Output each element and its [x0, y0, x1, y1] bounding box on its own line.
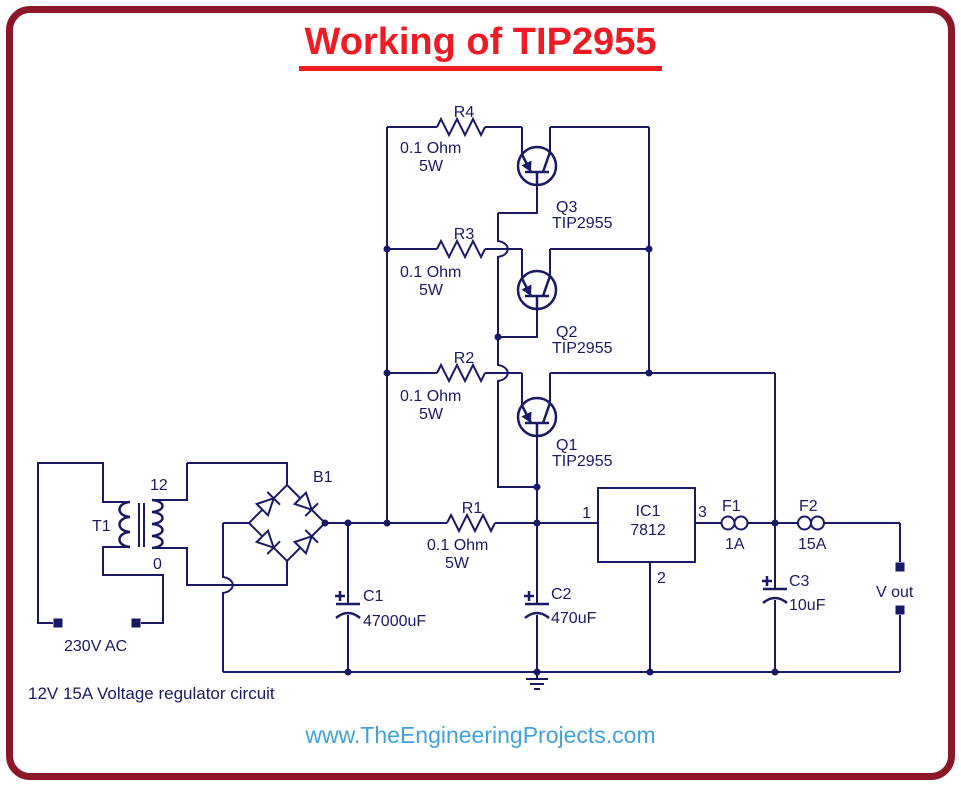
transformer-core [138, 503, 145, 547]
part-ic1: 7812 [630, 522, 666, 539]
value-f1: 1A [725, 536, 745, 553]
primary-coil [118, 500, 131, 549]
pin1-label: 1 [582, 505, 591, 522]
label-t1: T1 [92, 518, 111, 535]
ac-terminal-left [53, 618, 63, 628]
power-r4: 5W [419, 158, 444, 175]
label-f2: F2 [799, 498, 818, 515]
circuit-caption: 12V 15A Voltage regulator circuit [28, 684, 275, 703]
label-sec-12: 12 [150, 477, 168, 494]
label-q1: Q1 [556, 437, 577, 454]
part-q3: TIP2955 [552, 215, 613, 232]
transformer-t1 [53, 498, 164, 628]
circuit-wires [37, 126, 901, 673]
label-b1: B1 [313, 469, 333, 486]
value-f2: 15A [798, 536, 827, 553]
transistor-q2 [516, 269, 558, 311]
regulator-ic1-box [597, 487, 696, 563]
pin2-label: 2 [657, 570, 666, 587]
pin3-label: 3 [698, 504, 707, 521]
value-r3: 0.1 Ohm [400, 264, 461, 281]
output-terminals [895, 562, 905, 615]
page-title: Working of TIP2955 [0, 21, 961, 71]
fuse-f1 [720, 515, 749, 531]
value-r2: 0.1 Ohm [400, 388, 461, 405]
resistor-r3 [436, 240, 486, 258]
junction-dots [321, 245, 779, 676]
power-r1: 5W [445, 555, 470, 572]
label-c2: C2 [551, 586, 572, 603]
label-r2: R2 [454, 350, 475, 367]
bridge-rectifier-b1 [247, 483, 327, 563]
label-q2: Q2 [556, 324, 577, 341]
vout-terminal-plus [895, 562, 905, 572]
label-r3: R3 [454, 226, 475, 243]
value-c1: 47000uF [363, 613, 426, 630]
label-r1: R1 [462, 500, 483, 517]
vout-terminal-minus [895, 605, 905, 615]
power-r2: 5W [419, 406, 444, 423]
transistor-q3 [516, 145, 558, 187]
value-r4: 0.1 Ohm [400, 140, 461, 157]
value-c2: 470uF [551, 610, 597, 627]
part-q1: TIP2955 [552, 453, 613, 470]
power-r3: 5W [419, 282, 444, 299]
resistor-r1 [446, 514, 496, 532]
page-title-text: Working of TIP2955 [298, 21, 663, 71]
fuse-f2 [797, 515, 825, 531]
label-sec-0: 0 [153, 556, 162, 573]
label-f1: F1 [722, 498, 741, 515]
label-c1: C1 [363, 588, 384, 605]
bridge-diamond [247, 483, 327, 563]
value-c3: 10uF [789, 597, 826, 614]
label-230v-ac: 230V AC [64, 638, 127, 655]
part-q2: TIP2955 [552, 340, 613, 357]
resistor-r2 [436, 364, 486, 382]
transistor-q1 [516, 396, 558, 438]
resistor-r4 [436, 118, 486, 136]
secondary-coil [151, 498, 164, 550]
footer-url: www.TheEngineeringProjects.com [305, 722, 656, 748]
label-ic1: IC1 [636, 503, 661, 520]
label-vout: V out [876, 584, 914, 601]
label-q3: Q3 [556, 199, 577, 216]
value-r1: 0.1 Ohm [427, 537, 488, 554]
ac-terminal-right [131, 618, 141, 628]
label-c3: C3 [789, 573, 810, 590]
label-r4: R4 [454, 104, 475, 121]
